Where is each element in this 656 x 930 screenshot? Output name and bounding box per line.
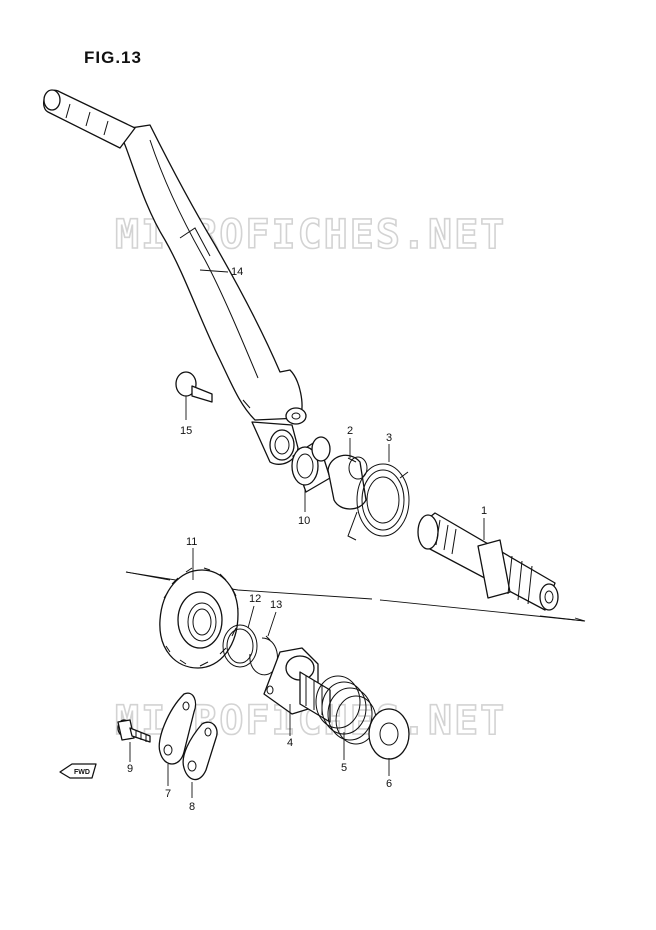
washer-part — [368, 708, 410, 760]
callout-15: 15 — [180, 425, 192, 437]
figure-title: FIG.13 — [84, 48, 142, 67]
callout-14: 14 — [231, 266, 243, 278]
bolt-part — [117, 719, 151, 743]
callout-3: 3 — [386, 432, 392, 444]
callout-9: 9 — [127, 763, 133, 775]
kick-shaft-part — [417, 512, 559, 611]
callout-8: 8 — [189, 801, 195, 813]
callout-4: 4 — [287, 737, 293, 749]
kick-gear-part — [159, 567, 239, 669]
kick-lever-part — [117, 124, 307, 465]
kick-lever-grip-part — [42, 89, 136, 149]
kick-lever-bolt-part — [175, 371, 213, 403]
fwd-label: FWD — [74, 769, 90, 776]
callout-10: 10 — [298, 515, 310, 527]
callout-2: 2 — [347, 425, 353, 437]
guide-plate-part — [158, 692, 197, 765]
callout-12: 12 — [249, 593, 261, 605]
fwd-arrow-icon — [59, 763, 97, 779]
fwd-marker: FWD — [59, 763, 97, 779]
circlip-part — [222, 624, 258, 668]
callout-11: 11 — [186, 536, 197, 548]
callout-5: 5 — [341, 762, 347, 774]
bushing-part — [291, 436, 331, 493]
kick-guide-part — [327, 454, 368, 510]
callout-6: 6 — [386, 778, 392, 790]
return-spring-part — [347, 463, 410, 541]
callout-7: 7 — [165, 788, 171, 800]
stopper-plate-part — [182, 721, 218, 781]
callout-1: 1 — [481, 505, 487, 517]
callout-13: 13 — [270, 599, 282, 611]
